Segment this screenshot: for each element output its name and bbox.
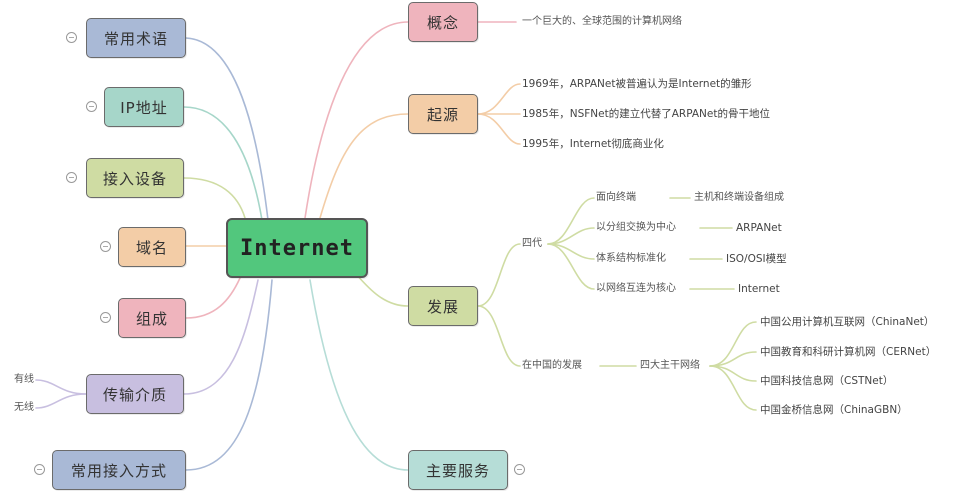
branch-services — [309, 279, 409, 471]
label-gen-1-value: 主机和终端设备组成 — [694, 192, 784, 203]
label-chinagbn: 中国金桥信息网（ChinaGBN） — [760, 404, 908, 416]
label-gen-3: 体系结构标准化 — [596, 253, 666, 264]
branch-media-wired — [35, 379, 87, 395]
node-development[interactable]: 发展 — [408, 286, 478, 326]
label-wireless: 无线 — [14, 402, 34, 413]
node-components[interactable]: 组成 — [118, 298, 186, 338]
root-node-internet[interactable]: Internet — [226, 218, 368, 278]
branch-device — [183, 177, 246, 219]
label-gen-2: 以分组交换为中心 — [596, 222, 676, 233]
label-cernet: 中国教育和科研计算机网（CERNet） — [760, 346, 937, 358]
label-concept-desc: 一个巨大的、全球范围的计算机网络 — [522, 16, 682, 27]
node-main-services[interactable]: 主要服务 — [408, 450, 508, 490]
collapse-icon[interactable] — [514, 464, 525, 475]
label-four-backbones: 四大主干网络 — [640, 360, 700, 371]
label-gen-1: 面向终端 — [596, 192, 636, 203]
label-gen-3-value: ISO/OSI模型 — [726, 253, 787, 265]
label-gen-4-value: Internet — [738, 283, 780, 295]
label-origin-1985: 1985年，NSFNet的建立代替了ARPANet的骨干地位 — [522, 108, 770, 120]
branch-concept — [304, 21, 409, 219]
label-cstnet: 中国科技信息网（CSTNet） — [760, 375, 894, 387]
collapse-icon[interactable] — [66, 172, 77, 183]
branch-access — [185, 279, 273, 471]
node-concept[interactable]: 概念 — [408, 2, 478, 42]
collapse-icon[interactable] — [100, 312, 111, 323]
branch-dev — [355, 273, 409, 307]
label-chinanet: 中国公用计算机互联网（ChinaNet） — [760, 316, 935, 328]
collapse-icon[interactable] — [66, 32, 77, 43]
node-common-terms[interactable]: 常用术语 — [86, 18, 186, 58]
label-origin-1995: 1995年，Internet彻底商业化 — [522, 138, 664, 150]
branch-components — [185, 277, 241, 319]
branch-media — [183, 279, 259, 395]
label-gen-2-value: ARPANet — [736, 222, 782, 234]
node-common-access-methods[interactable]: 常用接入方式 — [52, 450, 186, 490]
collapse-icon[interactable] — [86, 101, 97, 112]
label-gen-4: 以网络互连为核心 — [596, 283, 676, 294]
node-access-device[interactable]: 接入设备 — [86, 158, 184, 198]
branch-media-wireless — [35, 393, 87, 409]
label-origin-1969: 1969年，ARPANet被普遍认为是Internet的雏形 — [522, 78, 752, 90]
node-origin[interactable]: 起源 — [408, 94, 478, 134]
node-domain-name[interactable]: 域名 — [118, 227, 186, 267]
label-four-generations: 四代 — [522, 238, 542, 249]
branch-terms — [185, 37, 269, 221]
node-ip-address[interactable]: IP地址 — [104, 87, 184, 127]
collapse-icon[interactable] — [100, 241, 111, 252]
node-transmission-media[interactable]: 传输介质 — [86, 374, 184, 414]
branch-ip — [183, 106, 263, 221]
branch-origin — [319, 113, 409, 219]
label-china-development: 在中国的发展 — [522, 360, 582, 371]
label-wired: 有线 — [14, 374, 34, 385]
collapse-icon[interactable] — [34, 464, 45, 475]
